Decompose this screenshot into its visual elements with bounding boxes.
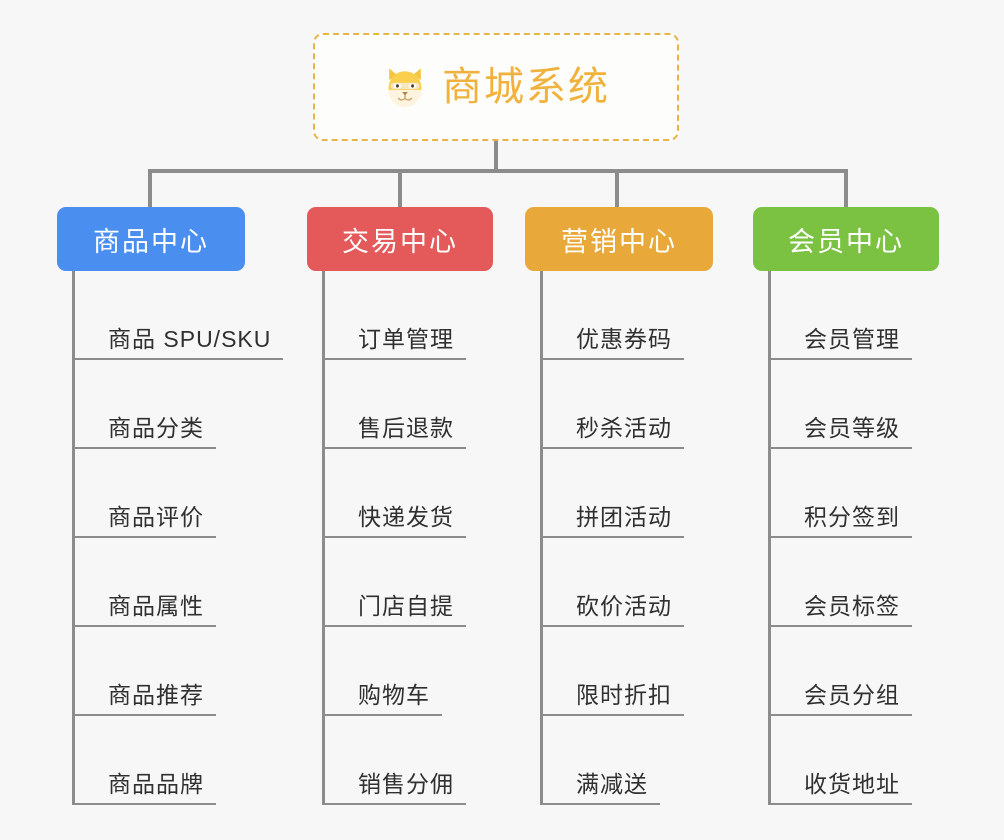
leaf-label: 会员分组 <box>804 682 900 708</box>
leaf-underline <box>325 536 466 538</box>
leaf-label: 订单管理 <box>358 326 454 352</box>
list-item[interactable]: 销售分佣 <box>325 716 493 805</box>
list-item[interactable]: 秒杀活动 <box>543 360 713 449</box>
branch-product-center: 商品中心 商品 SPU/SKU 商品分类 商品评价 商品属性 商品推荐 <box>57 207 283 805</box>
leaf-underline <box>771 714 912 716</box>
list-item[interactable]: 快递发货 <box>325 449 493 538</box>
leaf-underline <box>543 803 660 805</box>
leaf-underline <box>75 714 216 716</box>
list-item[interactable]: 商品属性 <box>75 538 271 627</box>
leaf-underline <box>75 447 216 449</box>
leaf-underline <box>543 714 684 716</box>
branch-header-label: 商品中心 <box>93 226 209 257</box>
leaf-label: 商品品牌 <box>108 771 204 797</box>
list-item[interactable]: 限时折扣 <box>543 627 713 716</box>
leaf-underline <box>75 803 216 805</box>
list-item[interactable]: 收货地址 <box>771 716 939 805</box>
leaf-stack-marketing-center: 优惠券码 秒杀活动 拼团活动 砍价活动 限时折扣 满减送 <box>540 271 713 805</box>
leaf-underline <box>543 625 684 627</box>
leaf-label: 积分签到 <box>804 504 900 530</box>
leaf-label: 快递发货 <box>358 504 454 530</box>
branch-header-trade-center[interactable]: 交易中心 <box>307 207 493 271</box>
leaf-underline <box>543 447 684 449</box>
connector-drop-2 <box>398 169 402 209</box>
leaf-label: 商品分类 <box>108 415 204 441</box>
leaf-label: 商品评价 <box>108 504 204 530</box>
leaf-underline <box>325 358 466 360</box>
leaf-underline <box>75 625 216 627</box>
leaf-label: 会员管理 <box>804 326 900 352</box>
branch-trade-center: 交易中心 订单管理 售后退款 快递发货 门店自提 购物车 <box>307 207 493 805</box>
leaf-label: 拼团活动 <box>576 504 672 530</box>
shiba-dog-face-icon <box>388 68 422 108</box>
branch-marketing-center: 营销中心 优惠券码 秒杀活动 拼团活动 砍价活动 限时折扣 <box>525 207 713 805</box>
connector-root-stem <box>494 141 498 172</box>
leaf-stack-trade-center: 订单管理 售后退款 快递发货 门店自提 购物车 销售分佣 <box>322 271 493 805</box>
list-item[interactable]: 门店自提 <box>325 538 493 627</box>
leaf-label: 收货地址 <box>804 771 900 797</box>
leaf-label: 砍价活动 <box>576 593 672 619</box>
branch-header-label: 交易中心 <box>342 226 458 257</box>
leaf-underline <box>75 536 216 538</box>
list-item[interactable]: 满减送 <box>543 716 713 805</box>
connector-drop-1 <box>148 169 152 209</box>
connector-drop-3 <box>615 169 619 209</box>
list-item[interactable]: 砍价活动 <box>543 538 713 627</box>
leaf-underline <box>325 625 466 627</box>
leaf-label: 购物车 <box>358 682 430 708</box>
list-item[interactable]: 积分签到 <box>771 449 939 538</box>
leaf-label: 限时折扣 <box>576 682 672 708</box>
leaf-label: 满减送 <box>576 771 648 797</box>
leaf-label: 会员等级 <box>804 415 900 441</box>
connector-horizontal-bus <box>148 169 848 173</box>
leaf-underline <box>325 714 442 716</box>
leaf-underline <box>325 803 466 805</box>
branch-header-label: 会员中心 <box>788 226 904 257</box>
list-item[interactable]: 商品分类 <box>75 360 271 449</box>
list-item[interactable]: 售后退款 <box>325 360 493 449</box>
root-node[interactable]: 商城系统 <box>313 33 679 141</box>
list-item[interactable]: 商品品牌 <box>75 716 271 805</box>
leaf-stack-product-center: 商品 SPU/SKU 商品分类 商品评价 商品属性 商品推荐 商品品牌 <box>72 271 283 805</box>
leaf-label: 销售分佣 <box>358 771 454 797</box>
branch-header-marketing-center[interactable]: 营销中心 <box>525 207 713 271</box>
list-item[interactable]: 会员管理 <box>771 271 939 360</box>
leaf-label: 商品属性 <box>108 593 204 619</box>
leaf-label: 会员标签 <box>804 593 900 619</box>
leaf-label: 商品 SPU/SKU <box>108 326 272 352</box>
leaf-underline <box>325 447 466 449</box>
branch-member-center: 会员中心 会员管理 会员等级 积分签到 会员标签 会员分组 <box>753 207 939 805</box>
leaf-label: 门店自提 <box>358 593 454 619</box>
list-item[interactable]: 商品推荐 <box>75 627 271 716</box>
branch-header-label: 营销中心 <box>561 226 677 257</box>
leaf-underline <box>771 447 912 449</box>
leaf-underline <box>771 358 912 360</box>
list-item[interactable]: 优惠券码 <box>543 271 713 360</box>
list-item[interactable]: 会员分组 <box>771 627 939 716</box>
leaf-underline <box>771 803 912 805</box>
list-item[interactable]: 购物车 <box>325 627 493 716</box>
leaf-underline <box>543 536 684 538</box>
leaf-stack-member-center: 会员管理 会员等级 积分签到 会员标签 会员分组 收货地址 <box>768 271 939 805</box>
leaf-underline <box>75 358 283 360</box>
leaf-underline <box>543 358 684 360</box>
list-item[interactable]: 订单管理 <box>325 271 493 360</box>
leaf-label: 优惠券码 <box>576 326 672 352</box>
branch-header-product-center[interactable]: 商品中心 <box>57 207 245 271</box>
leaf-label: 商品推荐 <box>108 682 204 708</box>
connector-drop-4 <box>844 169 848 209</box>
leaf-underline <box>771 625 912 627</box>
list-item[interactable]: 商品评价 <box>75 449 271 538</box>
list-item[interactable]: 商品 SPU/SKU <box>75 271 283 360</box>
list-item[interactable]: 会员标签 <box>771 538 939 627</box>
root-title: 商城系统 <box>442 65 610 109</box>
list-item[interactable]: 拼团活动 <box>543 449 713 538</box>
list-item[interactable]: 会员等级 <box>771 360 939 449</box>
branch-header-member-center[interactable]: 会员中心 <box>753 207 939 271</box>
leaf-label: 秒杀活动 <box>576 415 672 441</box>
leaf-underline <box>771 536 912 538</box>
leaf-label: 售后退款 <box>358 415 454 441</box>
